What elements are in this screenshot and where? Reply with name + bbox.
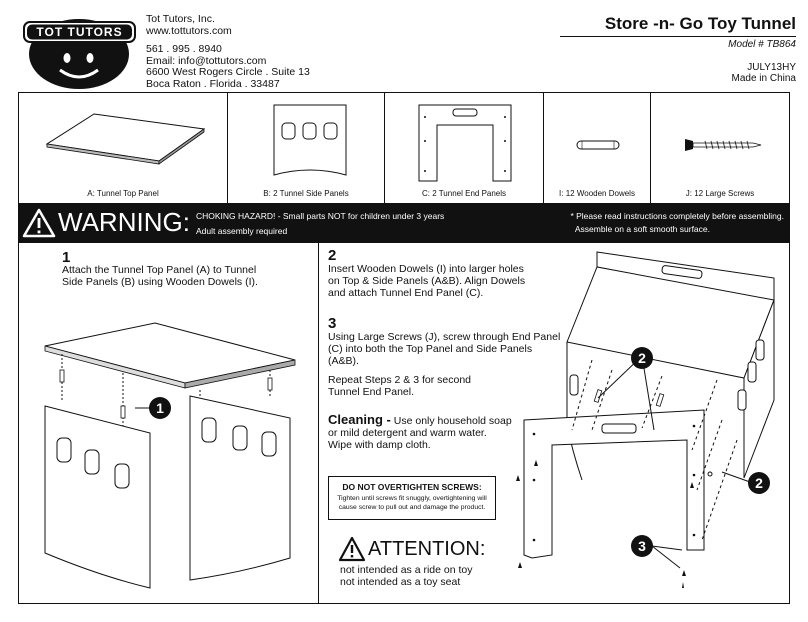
step2-number: 2 xyxy=(328,247,337,264)
warning-line2: Adult assembly required xyxy=(196,226,288,236)
screw-icon xyxy=(685,139,762,151)
cleaning-line3: Wipe with damp cloth. xyxy=(328,439,431,451)
screw-warning-box: DO NOT OVERTIGHTEN SCREWS: Tighten until… xyxy=(328,476,496,520)
component-cell-top-panel: A: Tunnel Top Panel xyxy=(18,92,228,204)
step1-illustration xyxy=(44,322,296,589)
company-website[interactable]: www.tottutors.com xyxy=(146,25,232,37)
company-phone: 561 . 995 . 8940 xyxy=(146,43,222,55)
step1-number: 1 xyxy=(62,249,71,266)
logo: TOT TUTORS xyxy=(22,10,137,90)
step3-text-line1: Using Large Screws (J), screw through En… xyxy=(328,331,561,343)
callout-2-top: 2 xyxy=(631,347,653,369)
product-date: JULY13HY xyxy=(747,62,796,73)
attention-triangle-icon xyxy=(338,536,366,562)
warning-bar: WARNING: CHOKING HAZARD! - Small parts N… xyxy=(18,204,790,242)
component-cell-screws: J: 12 Large Screws xyxy=(650,92,790,204)
callout-2-right: 2 xyxy=(748,472,770,494)
component-label-b: B: 2 Tunnel Side Panels xyxy=(263,189,349,198)
warning-note1: * Please read instructions completely be… xyxy=(570,211,784,221)
title-rule xyxy=(560,36,796,37)
component-cell-end-panels: C: 2 Tunnel End Panels xyxy=(384,92,544,204)
side-panel-illustration xyxy=(273,104,347,176)
screw-warning-line2: cause screw to pull out and damage the p… xyxy=(338,504,486,511)
cleaning-title: Cleaning - xyxy=(328,412,391,427)
instructions-frame xyxy=(18,242,790,604)
step2-3-illustration xyxy=(516,251,775,588)
top-panel-illustration xyxy=(45,113,206,165)
component-label-a: A: Tunnel Top Panel xyxy=(87,189,159,198)
warning-note2: Assemble on a soft smooth surface. xyxy=(574,224,710,234)
product-origin: Made in China xyxy=(731,73,796,84)
component-label-j: J: 12 Large Screws xyxy=(685,189,755,198)
step3-repeat-line2: Tunnel End Panel. xyxy=(328,386,415,398)
step-divider xyxy=(318,242,319,604)
end-panel-illustration xyxy=(418,104,512,182)
step2-text-line1: Insert Wooden Dowels (I) into larger hol… xyxy=(328,263,524,275)
warning-triangle-icon xyxy=(22,208,56,238)
callout-3: 3 xyxy=(631,535,653,557)
step3-repeat-line1: Repeat Steps 2 & 3 for second xyxy=(328,374,472,386)
step3-text-line2: (C) into both the Top Panel and Side Pan… xyxy=(328,343,533,355)
cleaning-line1: Use only household soap xyxy=(393,415,512,427)
step2-text-line3: and attach Tunnel End Panel (C). xyxy=(328,287,484,299)
warning-line1: CHOKING HAZARD! - Small parts NOT for ch… xyxy=(196,211,445,221)
attention-title: ATTENTION: xyxy=(368,538,486,560)
step1-text-line2: Side Panels (B) using Wooden Dowels (I). xyxy=(62,276,258,288)
company-email[interactable]: Email: info@tottutors.com xyxy=(146,54,267,67)
step2-text-line2: on Top & Side Panels (A&B). Align Dowels xyxy=(328,275,526,287)
dowel-icon xyxy=(576,140,620,150)
product-model: Model # TB864 xyxy=(728,39,796,50)
logo-text: TOT TUTORS xyxy=(36,25,123,39)
step3-number: 3 xyxy=(328,315,337,332)
step1-text-line1: Attach the Tunnel Top Panel (A) to Tunne… xyxy=(62,264,257,276)
component-label-i: I: 12 Wooden Dowels xyxy=(559,189,635,198)
attention-line1: not intended as a ride on toy xyxy=(340,564,473,576)
callout-1-step1: 1 xyxy=(149,397,171,419)
screw-warning-title: DO NOT OVERTIGHTEN SCREWS: xyxy=(342,482,482,492)
attention-line2: not intended as a toy seat xyxy=(340,576,461,588)
component-label-c: C: 2 Tunnel End Panels xyxy=(421,189,507,198)
product-title: Store -n- Go Toy Tunnel xyxy=(604,14,796,33)
company-address-line1: 6600 West Rogers Circle . Suite 13 xyxy=(146,66,310,78)
warning-title: WARNING: xyxy=(58,207,190,237)
component-cell-dowels: I: 12 Wooden Dowels xyxy=(543,92,651,204)
company-name: Tot Tutors, Inc. xyxy=(146,13,215,25)
company-address-line2: Boca Raton . Florida . 33487 xyxy=(146,77,280,90)
screw-warning-line1: Tighten until screws fit snuggly, overti… xyxy=(337,495,487,502)
cleaning-line2: or mild detergent and warm water. xyxy=(328,427,487,439)
step3-text-line3: (A&B). xyxy=(328,355,359,367)
component-cell-side-panels: B: 2 Tunnel Side Panels xyxy=(227,92,385,204)
